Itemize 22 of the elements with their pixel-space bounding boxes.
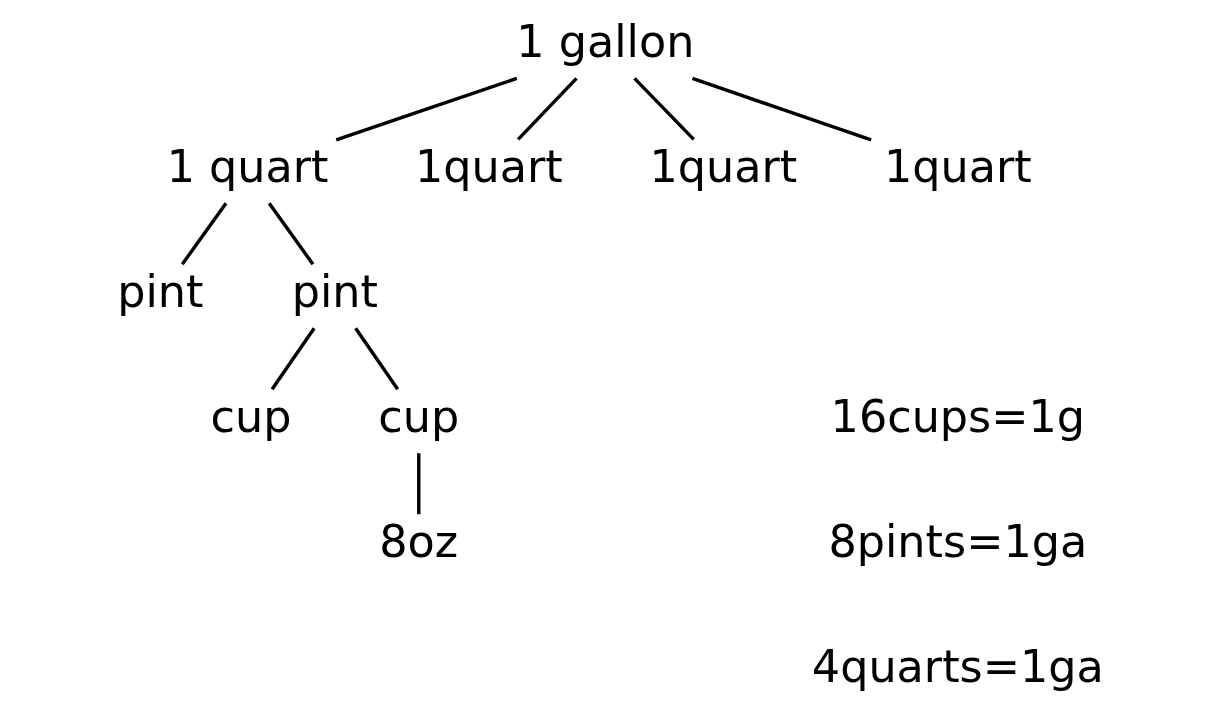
node-text: 1 gallon [515, 16, 694, 68]
node-text: 1 quart [166, 141, 329, 193]
connector [180, 202, 227, 266]
connector [270, 327, 316, 391]
connector [691, 76, 872, 142]
node-text: cup [377, 391, 459, 443]
connector [335, 76, 517, 142]
node-text: cup [210, 391, 291, 443]
node-text: pint [116, 266, 203, 318]
connector [632, 77, 695, 141]
node-text: 1quart [414, 141, 563, 193]
node-text: 1quart [883, 141, 1032, 193]
label: 4quarts=1ga [811, 641, 1104, 693]
label: 8pints=1ga [827, 516, 1087, 568]
connector [267, 202, 314, 266]
node-text: 8oz [378, 516, 458, 568]
label: 16cups=1g [830, 391, 1085, 443]
connector [416, 453, 420, 515]
node-text: pint [291, 266, 378, 318]
node-text: 1quart [649, 141, 797, 193]
connector [516, 77, 578, 141]
connector [353, 327, 399, 391]
